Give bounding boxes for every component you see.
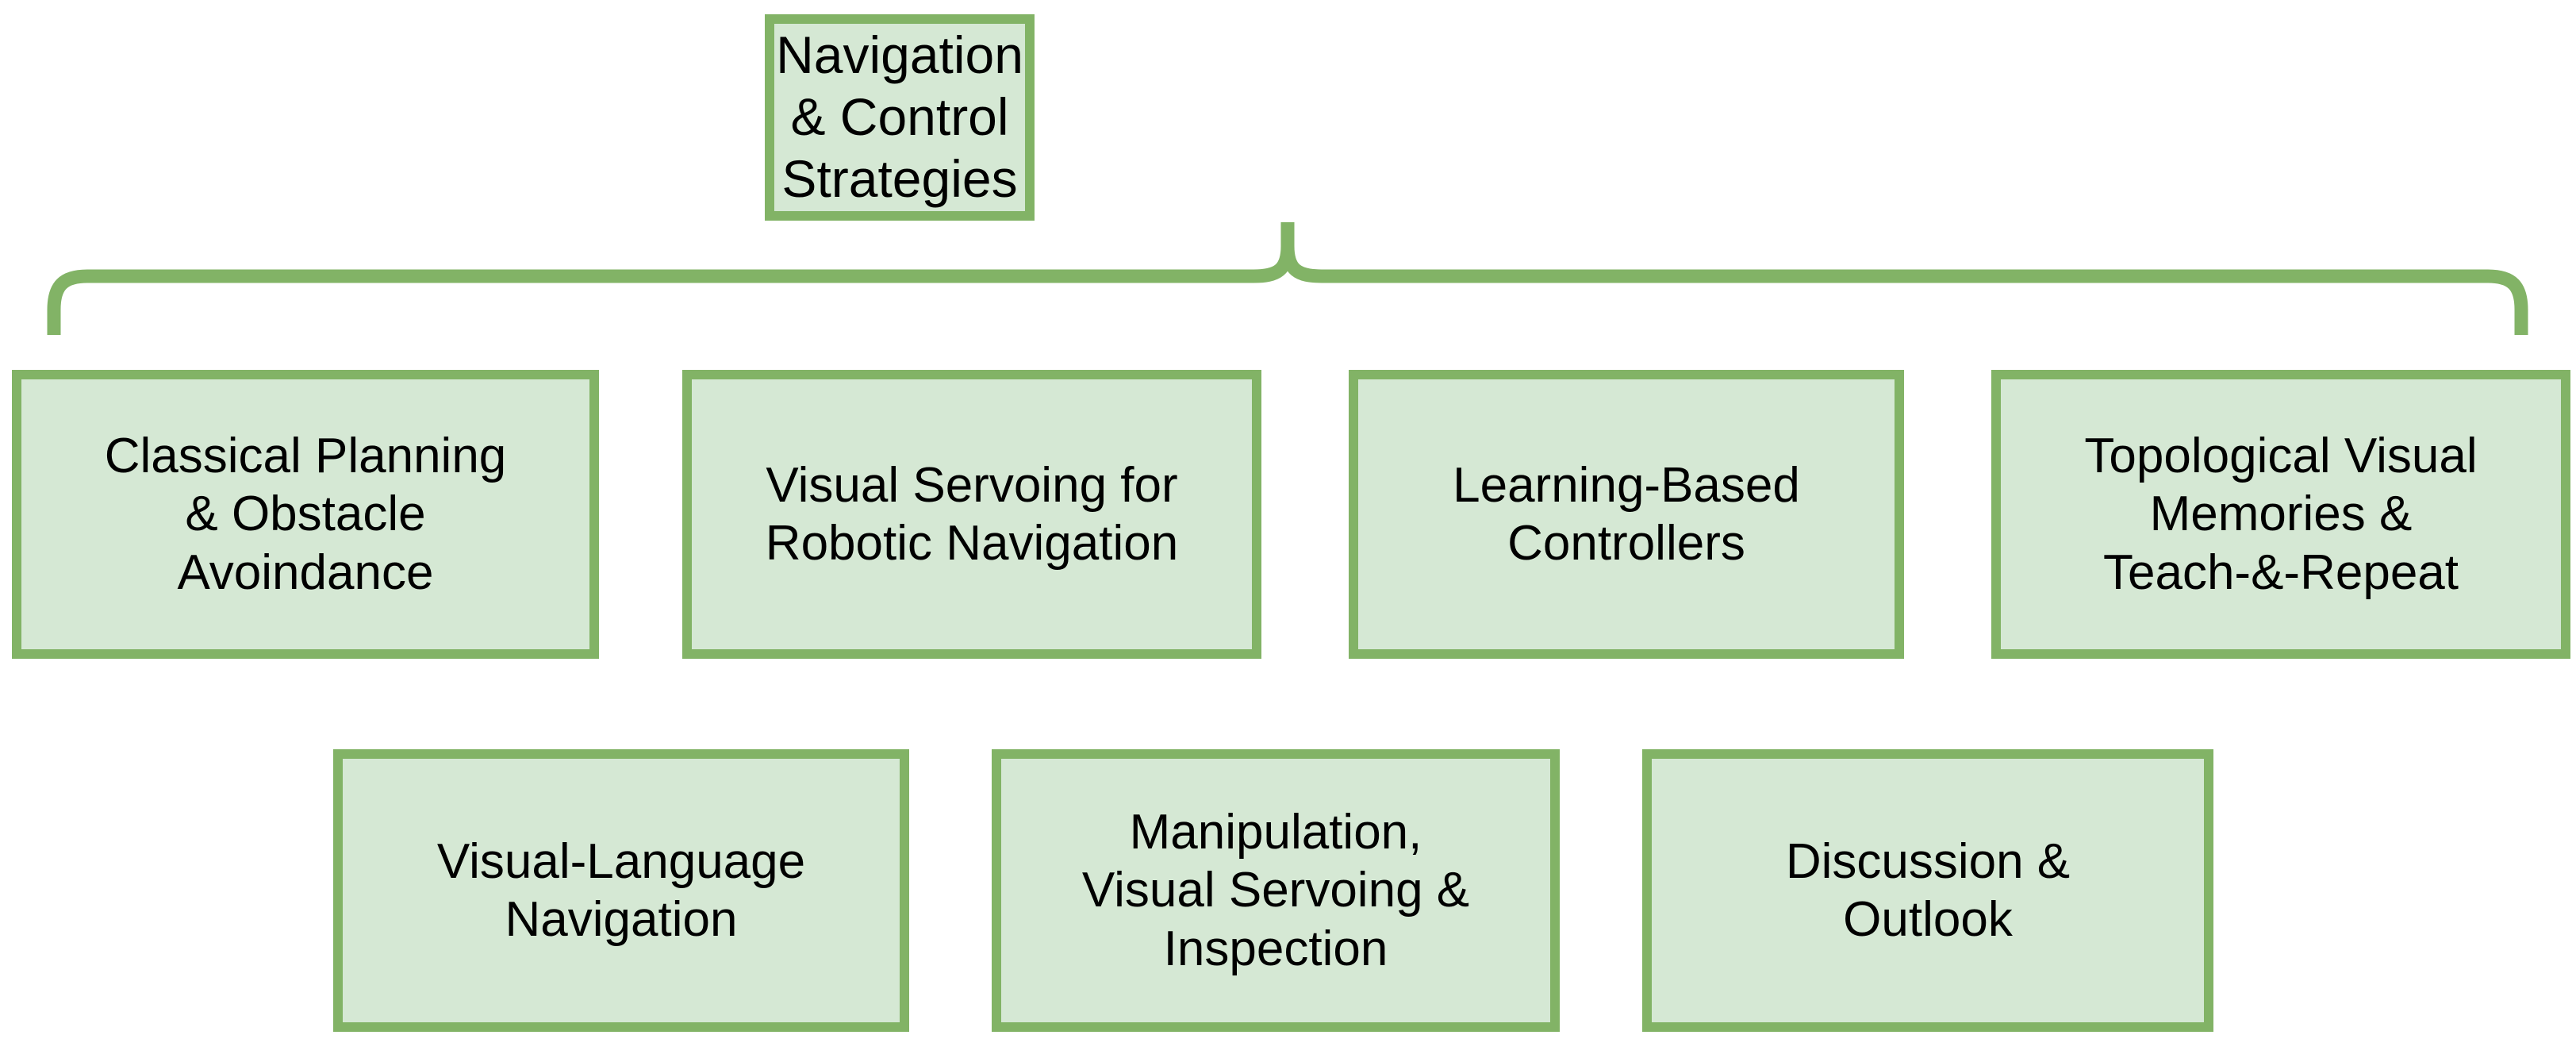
node-label: Classical Planning & Obstacle Avoindance — [104, 429, 507, 600]
node-navigation-control-strategies[interactable]: Navigation & Control Strategies — [765, 14, 1035, 221]
node-manipulation-visual-servoing-inspection[interactable]: Manipulation, Visual Servoing & Inspecti… — [992, 749, 1560, 1032]
brace-left-arm — [47, 222, 1295, 335]
node-label: Topological Visual Memories & Teach-&-Re… — [2084, 429, 2478, 600]
brace-right-arm — [1280, 222, 2528, 335]
node-label: Visual Servoing for Robotic Navigation — [765, 457, 1179, 571]
node-label: Learning-Based Controllers — [1453, 457, 1800, 571]
node-label: Visual-Language Navigation — [436, 833, 806, 947]
node-visual-language-navigation[interactable]: Visual-Language Navigation — [333, 749, 909, 1032]
node-label: Navigation & Control Strategies — [776, 25, 1023, 208]
node-label: Manipulation, Visual Servoing & Inspecti… — [1081, 805, 1470, 976]
node-visual-servoing-robotic-navigation[interactable]: Visual Servoing for Robotic Navigation — [682, 370, 1261, 659]
node-label: Discussion & Outlook — [1785, 833, 2071, 947]
node-topological-visual-memories-teach-and-repeat[interactable]: Topological Visual Memories & Teach-&-Re… — [1991, 370, 2570, 659]
brace-connector — [47, 222, 2528, 335]
node-classical-planning-obstacle-avoidance[interactable]: Classical Planning & Obstacle Avoindance — [12, 370, 599, 659]
node-discussion-outlook[interactable]: Discussion & Outlook — [1642, 749, 2213, 1032]
node-learning-based-controllers[interactable]: Learning-Based Controllers — [1349, 370, 1904, 659]
